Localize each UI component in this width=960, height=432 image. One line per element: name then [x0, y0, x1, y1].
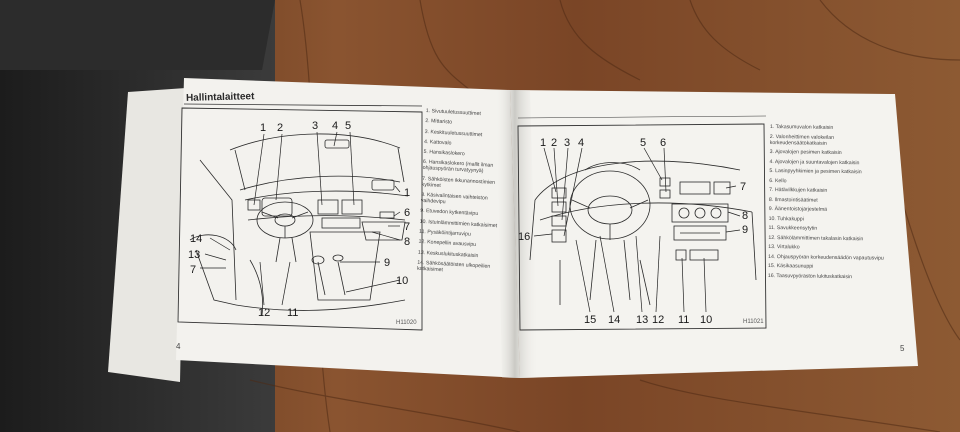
legend-item: 5. Hansikaslokero	[423, 149, 465, 158]
legend-item: 11. Savukkeensytytin	[768, 224, 818, 232]
legend-item: 12. Sähkölämmittimen takalasin katkaisin	[768, 234, 864, 242]
right-callouts: 1 2 3 4 5 6 7 8 9 16 15 14 13 12 11 10	[518, 137, 748, 326]
legend-item: 2. Mittaristo	[425, 118, 453, 126]
right-callout-top-1: 1	[540, 137, 546, 149]
right-figure-frame	[517, 123, 767, 331]
legend-item: 3. Ajovalojen pesimen katkaisin	[769, 148, 842, 157]
legend-item: 4. Ajovalojen ja suuntavalojen katkaisin	[769, 158, 860, 166]
legend-item: 3. Keskituuletussuuttimet	[424, 128, 483, 138]
left-callout-top-4: 4	[332, 120, 338, 132]
left-callouts: 1 2 3 4 5 1 6 7 8 9 10 14 13 7 12 11	[188, 120, 410, 319]
left-callout-left-14: 14	[190, 233, 202, 245]
left-callout-right-1: 1	[404, 187, 410, 199]
legend-item: 9. Äänentoistojärjestelmä	[768, 205, 828, 213]
right-legend: 1. Takasumuvalon katkaisin 2. Valonheitti…	[768, 124, 888, 284]
left-callout-right-9: 9	[384, 257, 390, 269]
legend-item: 11. Pysäköintijarruvipu	[418, 228, 471, 238]
right-callout-right-8: 8	[742, 210, 748, 222]
right-callout-top-4: 4	[578, 137, 584, 149]
legend-item: 6. Hansikaslokero (mallit ilman ohjauspy…	[422, 159, 494, 175]
left-callout-right-10: 10	[396, 275, 408, 287]
right-top-rule	[517, 115, 767, 119]
left-callout-left-13: 13	[188, 249, 200, 261]
legend-item: 6. Kello	[769, 177, 787, 184]
right-figure-code: H11021	[743, 319, 764, 325]
legend-item: 15. Käsikaasunuppi	[767, 262, 814, 270]
legend-item: 4. Kattovalo	[423, 138, 452, 147]
right-callout-top-6: 6	[660, 137, 666, 149]
left-callout-top-5: 5	[345, 120, 351, 132]
left-callout-top-1: 1	[260, 122, 266, 134]
left-callout-top-2: 2	[277, 122, 283, 134]
left-callout-left-7: 7	[190, 264, 196, 276]
right-callout-top-2: 2	[551, 137, 557, 149]
legend-item: 7. Sähköisten ikkunannostimien kytkimet	[421, 175, 496, 189]
left-callout-top-3: 3	[312, 120, 318, 132]
left-callout-right-8: 8	[404, 236, 410, 248]
left-callout-bottom-11: 11	[287, 307, 298, 319]
legend-item: 13. Virtalukko	[768, 243, 800, 251]
spine-shadow	[496, 90, 538, 378]
wall-corner	[0, 0, 275, 70]
left-figure-frame	[177, 107, 423, 331]
legend-item: 9. Etuvedon kytkentävipu	[420, 208, 479, 218]
left-callout-right-6: 6	[404, 207, 410, 219]
right-callout-left-16: 16	[518, 231, 530, 243]
legend-item: 2. Valonheittimen valokeilan korkeudensä…	[769, 133, 835, 147]
left-interior-drawing	[189, 133, 409, 316]
left-callout-bottom-12: 12	[258, 307, 270, 319]
legend-item: 5. Lasinpyyhkimien ja pesimen katkaisin	[769, 167, 862, 176]
right-callout-bottom-14: 14	[608, 314, 620, 326]
right-callout-bottom-10: 10	[700, 314, 712, 326]
right-callout-top-5: 5	[640, 137, 646, 149]
legend-item: 13. Keskuslukituskatkaisin	[417, 249, 479, 259]
legend-item: 10. Istuinlämmittimien katkaisimet	[419, 218, 498, 229]
page-stack	[108, 88, 186, 382]
right-page-number: 5	[900, 344, 905, 353]
right-callout-right-7: 7	[740, 181, 746, 193]
right-dashboard-drawing	[529, 160, 757, 306]
legend-item: 10. Tuhkakuppi	[768, 215, 804, 222]
legend-item: 14. Sähkösäätöisten ulkopeilien katkaisi…	[416, 259, 491, 274]
right-callout-bottom-13: 13	[636, 314, 648, 326]
legend-item: 8. Ilmastointisäätimet	[768, 196, 818, 204]
page-title: Hallintalaitteet	[185, 91, 255, 104]
left-callout-right-7: 7	[404, 221, 410, 233]
legend-item: 7. Hätävilkkujen katkaisin	[769, 186, 828, 194]
right-callout-bottom-11: 11	[678, 314, 689, 326]
left-leader-lines	[200, 131, 401, 306]
left-page-number: 4	[176, 342, 181, 351]
legend-item: 14. Ohjauspyörän korkeudensäädön vapautu…	[768, 253, 884, 262]
right-page	[510, 90, 918, 378]
legend-item: 12. Konepellin avausvipu	[418, 239, 477, 249]
left-figure-code: H11020	[396, 320, 417, 326]
legend-item: 1. Takasumuvalon katkaisin	[769, 124, 834, 131]
legend-item: 8. Käsivalintaisen vaihteiston vaihdevip…	[420, 191, 488, 206]
right-callout-bottom-12: 12	[652, 314, 664, 326]
legend-item: 16. Taasuvpyörästön lukituskatkaisin	[767, 272, 853, 280]
right-callout-right-9: 9	[742, 224, 748, 236]
title-rule	[183, 103, 423, 107]
right-leader-lines	[533, 147, 741, 313]
right-callout-bottom-15: 15	[584, 314, 596, 326]
right-callout-top-3: 3	[564, 137, 570, 149]
